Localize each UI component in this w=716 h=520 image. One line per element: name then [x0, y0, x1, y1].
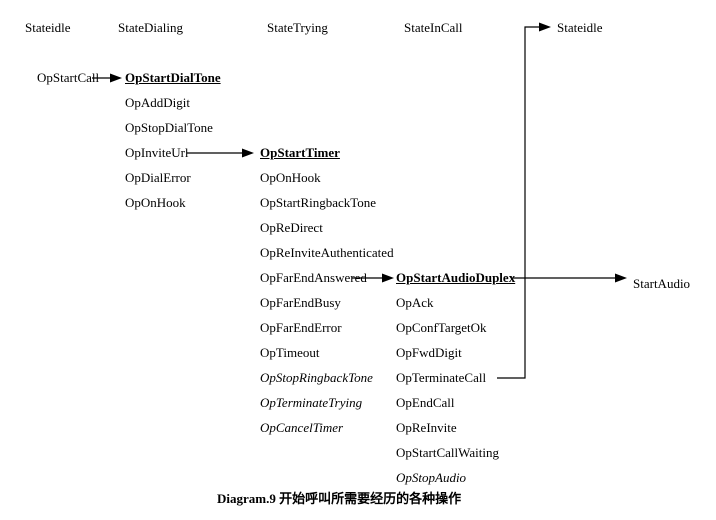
op-opdialerror: OpDialError	[125, 170, 191, 185]
result-startaudio: StartAudio	[633, 276, 691, 291]
op-opreinviteauthenticated: OpReInviteAuthenticated	[260, 245, 394, 260]
op-opstopdialtone: OpStopDialTone	[125, 120, 213, 135]
op-opfarendanswered: OpFarEndAnswered	[260, 270, 367, 285]
op-opstarttimer: OpStartTimer	[260, 145, 340, 160]
op-opterminatecall: OpTerminateCall	[396, 370, 487, 385]
op-opreinvite: OpReInvite	[396, 420, 457, 435]
op-opstopringbacktone: OpStopRingbackTone	[260, 370, 373, 385]
state-header-stateincall: StateInCall	[404, 20, 463, 35]
op-opstartcall: OpStartCall	[37, 70, 100, 85]
op-opstartdialtone: OpStartDialTone	[125, 70, 221, 85]
op-opendcall: OpEndCall	[396, 395, 455, 410]
op-oponhook-dialing: OpOnHook	[125, 195, 186, 210]
op-opfwddigit: OpFwdDigit	[396, 345, 462, 360]
op-optimeout: OpTimeout	[260, 345, 320, 360]
op-opstartaudioduplex: OpStartAudioDuplex	[396, 270, 516, 285]
op-opfarendbusy: OpFarEndBusy	[260, 295, 341, 310]
op-opfarenderror: OpFarEndError	[260, 320, 342, 335]
op-opterminatetrying: OpTerminateTrying	[260, 395, 363, 410]
op-opstartringbacktone: OpStartRingbackTone	[260, 195, 377, 210]
op-opconftargetok: OpConfTargetOk	[396, 320, 487, 335]
diagram-caption: Diagram.9 开始呼叫所需要经历的各种操作	[217, 491, 462, 506]
op-opstopaudio: OpStopAudio	[396, 470, 467, 485]
state-header-stateidle-start: Stateidle	[25, 20, 71, 35]
state-header-statetrying: StateTrying	[267, 20, 328, 35]
op-opredirect: OpReDirect	[260, 220, 323, 235]
arrow-opstartaudioduplex-to-startaudio	[512, 273, 627, 283]
op-oponhook-trying: OpOnHook	[260, 170, 321, 185]
state-header-statedialing: StateDialing	[118, 20, 183, 35]
op-opinviteurl: OpInviteUrl	[125, 145, 189, 160]
op-opcanceltimer: OpCancelTimer	[260, 420, 344, 435]
op-opstartcallwaiting: OpStartCallWaiting	[396, 445, 499, 460]
op-opack: OpAck	[396, 295, 434, 310]
arrow-opinviteurl-to-opstarttimer	[187, 148, 254, 158]
arrow-opterminatecall-to-stateidle	[497, 22, 551, 379]
state-header-stateidle-end: Stateidle	[557, 20, 603, 35]
op-opadddigit: OpAddDigit	[125, 95, 190, 110]
